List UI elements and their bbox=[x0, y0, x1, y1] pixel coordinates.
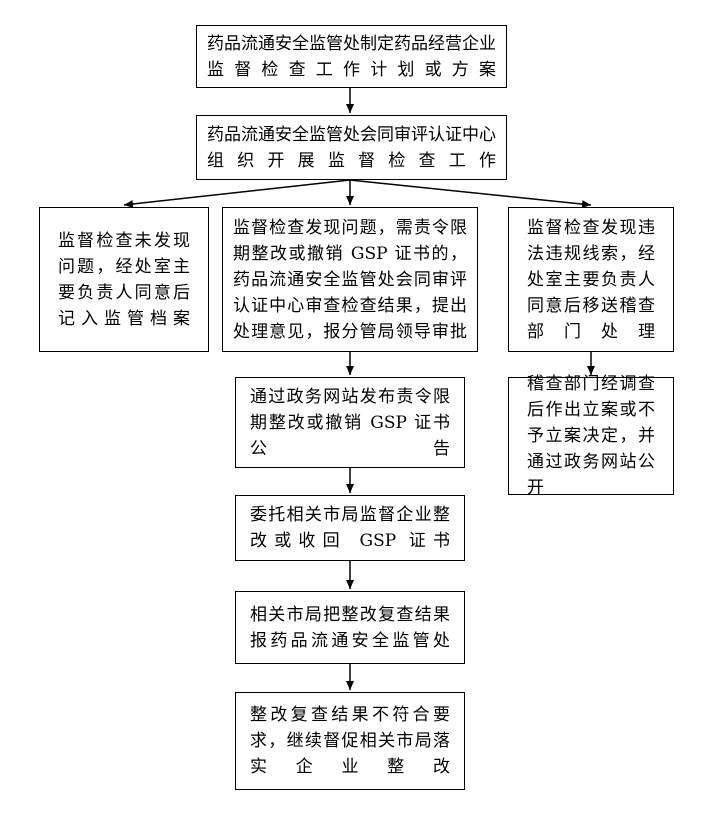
node-violation-clue: 监督检查发现违法违规线索，经处室主要负责人同意后移送稽查部门处理 bbox=[508, 207, 674, 352]
node-publish-notice-text: 通过政务网站发布责令限期整改或撤销 GSP 证书公告 bbox=[250, 386, 450, 459]
node-report-result: 相关市局把整改复查结果报药品流通安全监管处 bbox=[235, 591, 465, 664]
node-no-problem: 监督检查未发现问题，经处室主要负责人同意后记入监管档案 bbox=[39, 207, 209, 352]
arrow-n2-n3 bbox=[123, 179, 351, 208]
node-investigation-decision-text: 稽查部门经调查后作出立案或不予立案决定，并通过政务网站公开 bbox=[527, 374, 655, 498]
node-plan: 药品流通安全监管处制定药品经营企业监督检查工作计划或方案 bbox=[196, 25, 507, 88]
node-violation-clue-text: 监督检查发现违法违规线索，经处室主要负责人同意后移送稽查部门处理 bbox=[527, 217, 655, 342]
arrow-n2-n5 bbox=[349, 179, 592, 209]
node-entrust-city-bureau-text: 委托相关市局监督企业整改或收回 GSP 证书 bbox=[250, 505, 450, 551]
node-problem-found: 监督检查发现问题，需责令限期整改或撤销 GSP 证书的，药品流通安全监管处会同审… bbox=[222, 207, 478, 352]
node-investigation-decision: 稽查部门经调查后作出立案或不予立案决定，并通过政务网站公开 bbox=[508, 374, 674, 498]
node-no-problem-text: 监督检查未发现问题，经处室主要负责人同意后记入监管档案 bbox=[58, 230, 190, 329]
node-publish-notice: 通过政务网站发布责令限期整改或撤销 GSP 证书公告 bbox=[235, 377, 465, 468]
node-organize-inspection: 药品流通安全监管处会同审评认证中心组织开展监督检查工作 bbox=[196, 115, 507, 180]
node-report-result-text: 相关市局把整改复查结果报药品流通安全监管处 bbox=[250, 604, 450, 651]
node-problem-found-text: 监督检查发现问题，需责令限期整改或撤销 GSP 证书的，药品流通安全监管处会同审… bbox=[233, 217, 467, 342]
node-continue-supervise: 整改复查结果不符合要求，继续督促相关市局落实企业整改 bbox=[235, 692, 465, 790]
node-continue-supervise-text: 整改复查结果不符合要求，继续督促相关市局落实企业整改 bbox=[250, 705, 450, 777]
node-plan-text: 药品流通安全监管处制定药品经营企业监督检查工作计划或方案 bbox=[207, 33, 496, 80]
node-organize-inspection-text: 药品流通安全监管处会同审评认证中心组织开展监督检查工作 bbox=[207, 124, 496, 171]
node-entrust-city-bureau: 委托相关市局监督企业整改或收回 GSP 证书 bbox=[235, 495, 465, 561]
